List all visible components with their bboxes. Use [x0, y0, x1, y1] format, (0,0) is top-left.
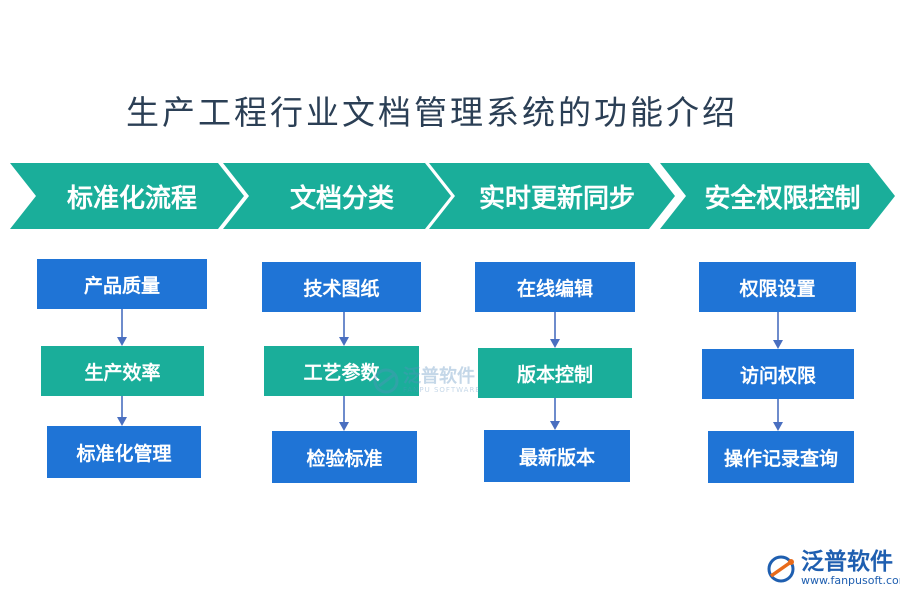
arrow-down-icon: [550, 312, 560, 348]
header-chevron-2: 文档分类: [223, 163, 451, 229]
watermark-sub: FANPU SOFTWARE: [403, 386, 481, 394]
header-chevron-3: 实时更新同步: [429, 163, 675, 229]
header-label: 标准化流程: [66, 183, 197, 214]
header-chevron-1: 标准化流程: [10, 163, 244, 229]
node-box: 生产效率: [41, 346, 204, 396]
diagram-title: 生产工程行业文档管理系统的功能介绍: [126, 93, 738, 132]
logo-name: 泛普软件: [801, 549, 893, 575]
watermark-name: 泛普软件: [403, 366, 475, 387]
node-box: 权限设置: [699, 262, 856, 312]
node-box: 操作记录查询: [708, 431, 854, 483]
header-label: 实时更新同步: [478, 183, 635, 214]
fanpu-logo-icon: [767, 555, 795, 582]
header-label: 文档分类: [289, 183, 394, 214]
brand-logo: 泛普软件 www.fanpusoft.com: [765, 550, 900, 587]
watermark: 泛普软件 FANPU SOFTWARE: [373, 368, 481, 394]
node-box: 版本控制: [478, 348, 632, 398]
header-label: 安全权限控制: [704, 183, 861, 214]
arrow-down-icon: [339, 396, 349, 431]
node-box: 标准化管理: [47, 426, 201, 478]
arrow-down-icon: [773, 399, 783, 431]
arrow-down-icon: [339, 312, 349, 346]
fanpu-logo-icon: [373, 368, 399, 394]
arrow-down-icon: [117, 396, 127, 426]
arrow-down-icon: [550, 398, 560, 430]
node-box: 在线编辑: [475, 262, 635, 312]
node-box: 工艺参数: [264, 346, 419, 396]
arrow-down-icon: [117, 309, 127, 346]
node-box: 产品质量: [37, 259, 207, 309]
logo-url: www.fanpusoft.com: [801, 574, 900, 587]
node-box: 检验标准: [272, 431, 417, 483]
arrow-down-icon: [773, 312, 783, 349]
header-chevron-4: 安全权限控制: [660, 163, 895, 229]
node-box: 最新版本: [484, 430, 630, 482]
node-box: 访问权限: [702, 349, 854, 399]
node-box: 技术图纸: [262, 262, 421, 312]
